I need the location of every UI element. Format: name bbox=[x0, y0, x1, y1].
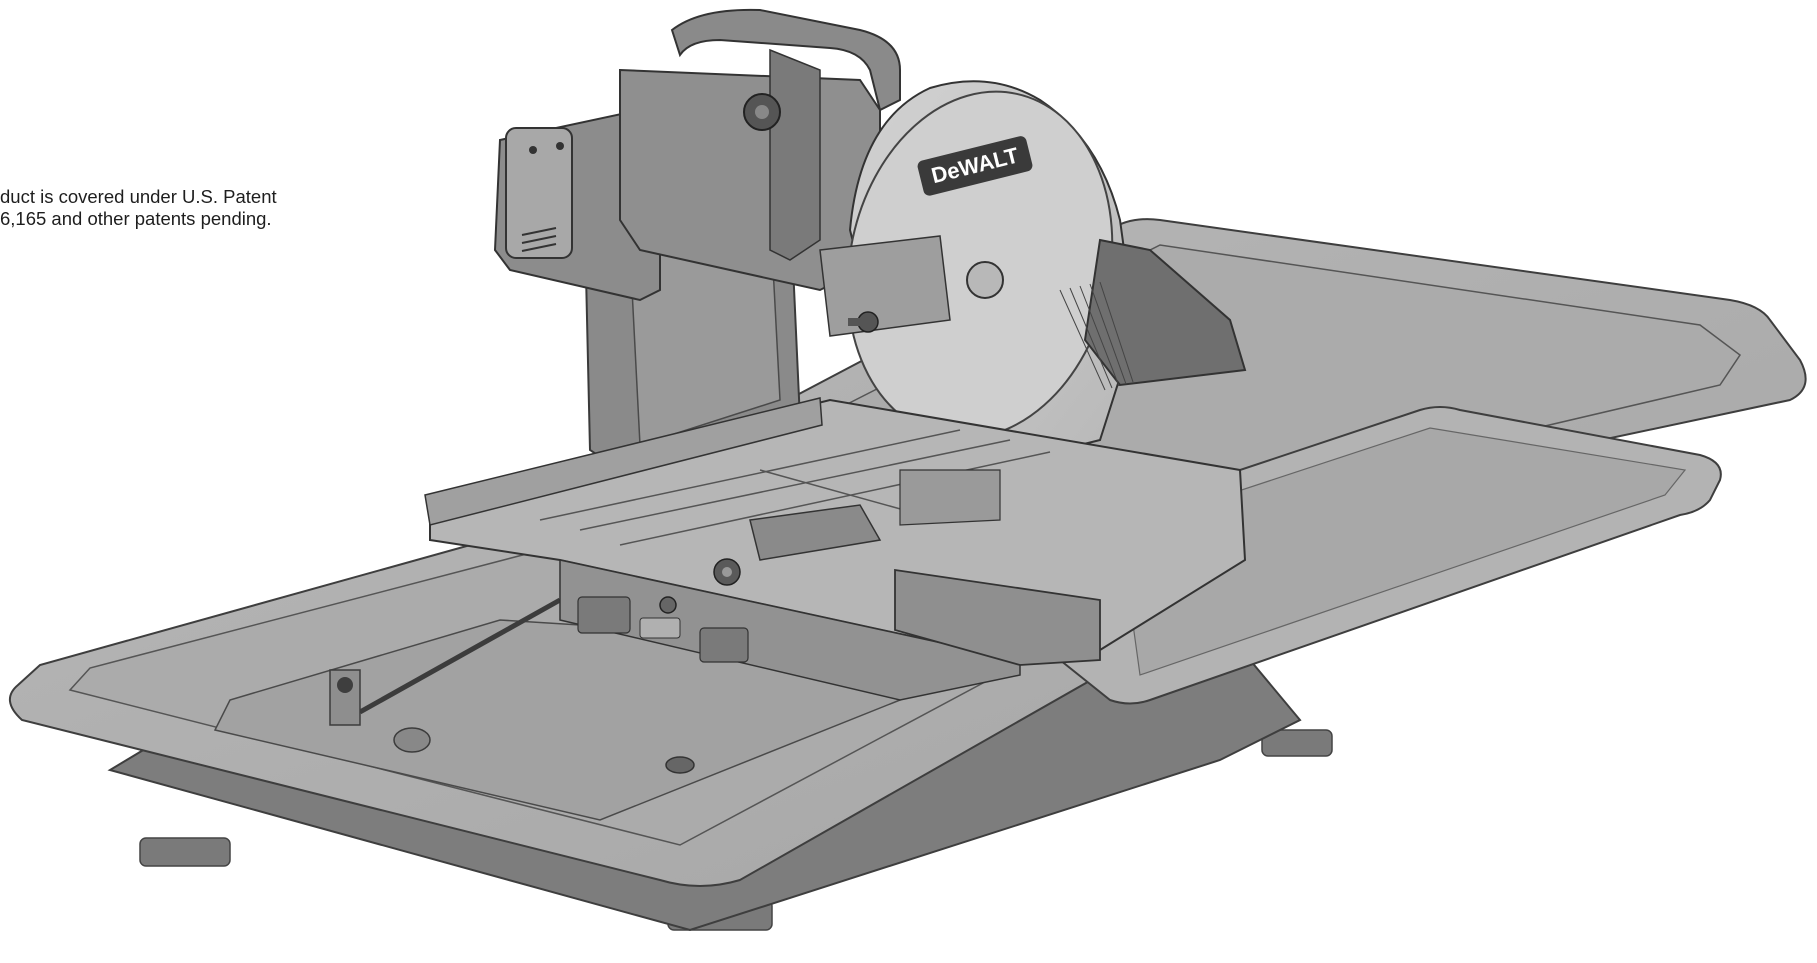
guard-thumb-screw-icon bbox=[848, 311, 879, 333]
cutting-table bbox=[424, 397, 1247, 701]
table-fence-arms bbox=[749, 469, 1001, 561]
saw-handle bbox=[619, 8, 901, 292]
tray-foot-right bbox=[1261, 729, 1333, 757]
handle-grip bbox=[670, 8, 901, 112]
rip-guide-front bbox=[894, 568, 1101, 666]
handle-bar bbox=[769, 48, 821, 261]
patent-notice: duct is covered under U.S. Patent 6,165 … bbox=[0, 186, 380, 230]
table-grooves bbox=[539, 429, 1051, 546]
rail-assembly bbox=[213, 597, 902, 821]
rail-cup bbox=[393, 727, 431, 753]
rail-rod bbox=[358, 597, 562, 715]
extension-tray-inner bbox=[1119, 427, 1687, 676]
patent-notice-line-1: duct is covered under U.S. Patent bbox=[0, 186, 277, 207]
motor-vents bbox=[521, 227, 557, 252]
patent-notice-line-2: 6,165 and other patents pending. bbox=[0, 208, 272, 229]
bevel-knob-icon bbox=[743, 93, 781, 131]
motor-screw-left-icon bbox=[529, 146, 537, 154]
table-lock-knob-icon bbox=[713, 558, 741, 586]
arbor-nut-icon bbox=[966, 261, 1004, 299]
motor-screw-right-icon bbox=[556, 142, 564, 150]
table-rear-fence bbox=[424, 397, 823, 526]
guard-front-plate bbox=[819, 235, 951, 337]
rail-knob-icon bbox=[337, 677, 353, 693]
tray-foot-left bbox=[139, 837, 231, 867]
motor-end-cap bbox=[505, 127, 573, 259]
rail-post bbox=[665, 756, 695, 774]
blade-guard: DeWALT bbox=[819, 80, 1137, 457]
splash-guard-bristles bbox=[1059, 281, 1134, 391]
cart-slots bbox=[577, 596, 749, 663]
splash-guard bbox=[1083, 238, 1247, 387]
miter-pivot-icon bbox=[659, 596, 677, 614]
